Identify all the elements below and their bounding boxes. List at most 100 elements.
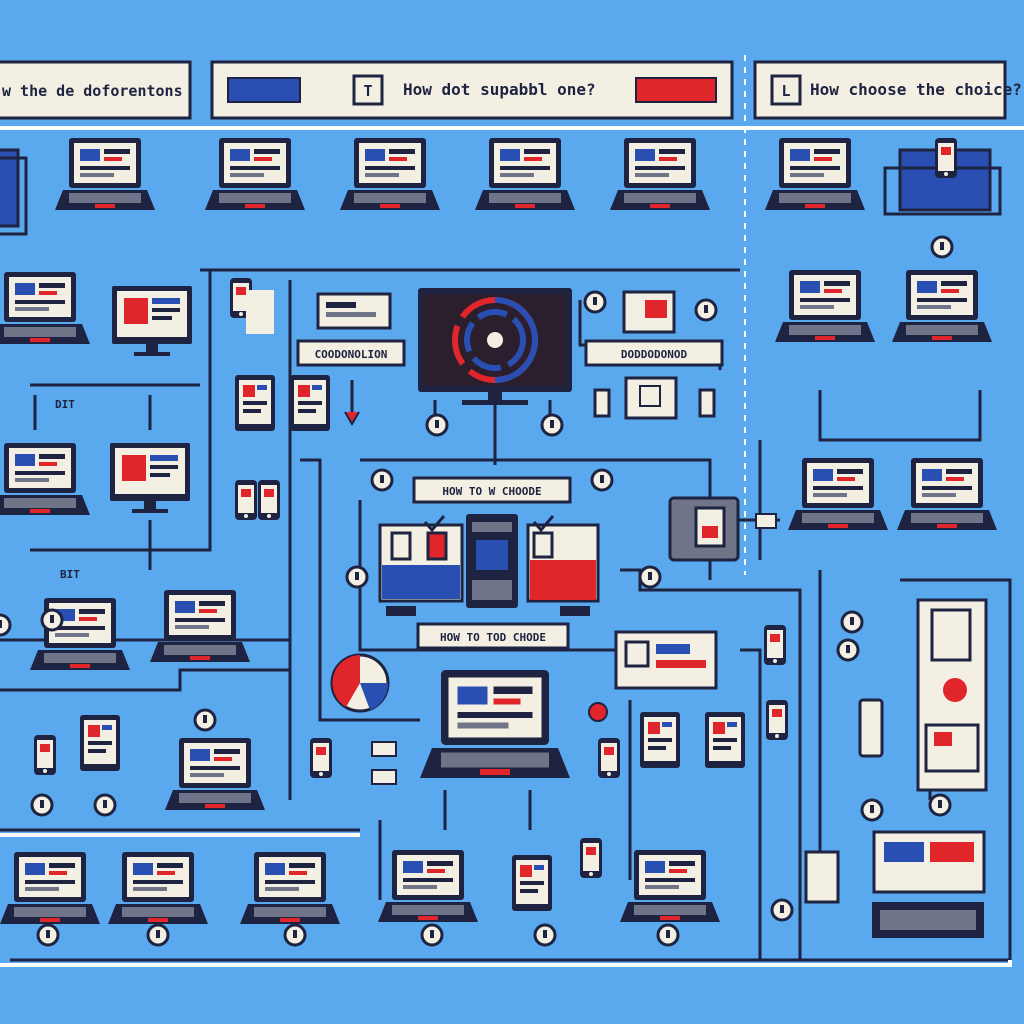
phone-icon — [764, 625, 786, 665]
left-cluster: BIT DIT — [0, 272, 265, 817]
svg-text:DODDODONOD: DODDODONOD — [621, 348, 688, 361]
laptop-icon — [30, 598, 130, 670]
speech-bubble-icon — [40, 608, 64, 632]
laptop-icon — [205, 138, 305, 210]
speech-bubble-icon — [694, 298, 718, 322]
choice-card-left — [378, 515, 464, 603]
speech-bubble-icon — [425, 413, 449, 437]
tablet-icon — [80, 715, 120, 771]
white-rails — [0, 55, 1024, 967]
center-bottom-devices — [310, 625, 788, 785]
choose-panel: HOW TO W CHOODE HOW TO TOD CHODE — [345, 468, 662, 650]
center-small-devices — [230, 278, 392, 520]
tablet-icon — [290, 375, 330, 431]
center-label-left: COODONOLION — [296, 339, 406, 367]
laptop-icon — [240, 852, 340, 924]
speech-bubble-icon — [840, 610, 864, 634]
laptop-icon — [165, 738, 265, 810]
speech-bubble-icon — [533, 923, 557, 947]
speech-bubble-icon — [540, 413, 564, 437]
center-label-right: DODDODONOD — [584, 339, 724, 367]
laptop-icon — [775, 270, 875, 342]
server-tower-icon — [466, 514, 518, 608]
laptop-icon — [897, 458, 997, 530]
tablet-icon — [640, 712, 680, 768]
speech-bubble-icon — [930, 235, 954, 259]
check-icon — [423, 515, 446, 533]
phone-icon — [235, 480, 257, 520]
laptop-icon — [0, 443, 90, 515]
header-3-badge: L — [781, 82, 790, 100]
phone-icon — [598, 738, 620, 778]
laptop-icon — [150, 590, 250, 662]
laptop-icon — [340, 138, 440, 210]
tablet-icon — [512, 855, 552, 911]
choose-bottom-label: HOW TO TOD CHODE — [440, 631, 546, 644]
tablet-icon — [705, 712, 745, 768]
monitor-icon — [112, 286, 192, 356]
laptop-icon — [420, 670, 570, 778]
header-banner-2: T How dot supabbl one? — [210, 60, 734, 120]
speech-bubble-icon — [928, 793, 952, 817]
right-of-hub-devices — [593, 290, 716, 420]
laptop-icon — [55, 138, 155, 210]
phone-icon — [766, 700, 788, 740]
speech-bubble-icon — [345, 565, 369, 589]
left-tag-2: DIT — [55, 398, 75, 411]
top-laptop-row — [0, 138, 1002, 236]
phone-icon — [34, 735, 56, 775]
speech-bubble-icon — [30, 793, 54, 817]
header-banner-1: w the de doforentons — [0, 60, 192, 120]
speech-bubble-icon — [860, 798, 884, 822]
speech-bubble-icon — [36, 923, 60, 947]
header-2-text: How dot supabbl one? — [403, 80, 596, 99]
speech-bubble-icon — [590, 468, 614, 492]
left-tag-1: BIT — [60, 568, 80, 581]
header-banner-3: L How choose the choice? — [753, 60, 1022, 120]
laptop-icon — [378, 850, 478, 922]
laptop-icon — [892, 270, 992, 342]
header-2-badge: T — [363, 82, 372, 100]
stacked-devices-icon — [0, 148, 28, 236]
speech-bubble-icon — [0, 613, 12, 637]
speech-bubble-icon — [370, 468, 394, 492]
phone-icon — [580, 838, 602, 878]
header-3-text: How choose the choice? — [810, 80, 1022, 99]
phone-icon — [310, 738, 332, 778]
laptop-icon — [620, 850, 720, 922]
check-icon — [532, 515, 555, 533]
monitor-icon — [110, 443, 190, 513]
speech-bubble-icon — [656, 923, 680, 947]
laptop-icon — [0, 272, 90, 344]
tablet-icon — [235, 375, 275, 431]
laptop-icon — [610, 138, 710, 210]
junction-box — [668, 496, 777, 562]
laptop-icon — [475, 138, 575, 210]
laptop-icon — [0, 852, 100, 924]
phone-icon — [258, 480, 280, 520]
svg-text:COODONOLION: COODONOLION — [315, 348, 388, 361]
speech-bubble-icon — [93, 793, 117, 817]
speech-bubble-icon — [420, 923, 444, 947]
choice-card-right — [526, 515, 600, 603]
speech-bubble-icon — [836, 638, 860, 662]
speech-bubble-icon — [770, 898, 794, 922]
speech-bubble-icon — [638, 565, 662, 589]
laptop-icon — [108, 852, 208, 924]
right-cluster — [770, 235, 997, 938]
choose-top-label: HOW TO W CHOODE — [442, 485, 541, 498]
speech-bubble-icon — [583, 290, 607, 314]
speech-bubble-icon — [283, 923, 307, 947]
speech-bubble-icon — [193, 708, 217, 732]
central-monitor-icon — [418, 288, 572, 405]
laptop-icon — [788, 458, 888, 530]
connector-lines — [0, 268, 1012, 962]
bottom-laptop-row — [0, 838, 720, 947]
stacked-devices-icon — [883, 138, 1002, 216]
header-1-text: w the de doforentons — [2, 82, 183, 100]
speech-bubble-icon — [146, 923, 170, 947]
tower-panel-icon — [916, 598, 988, 792]
pie-chart-icon — [330, 653, 390, 713]
